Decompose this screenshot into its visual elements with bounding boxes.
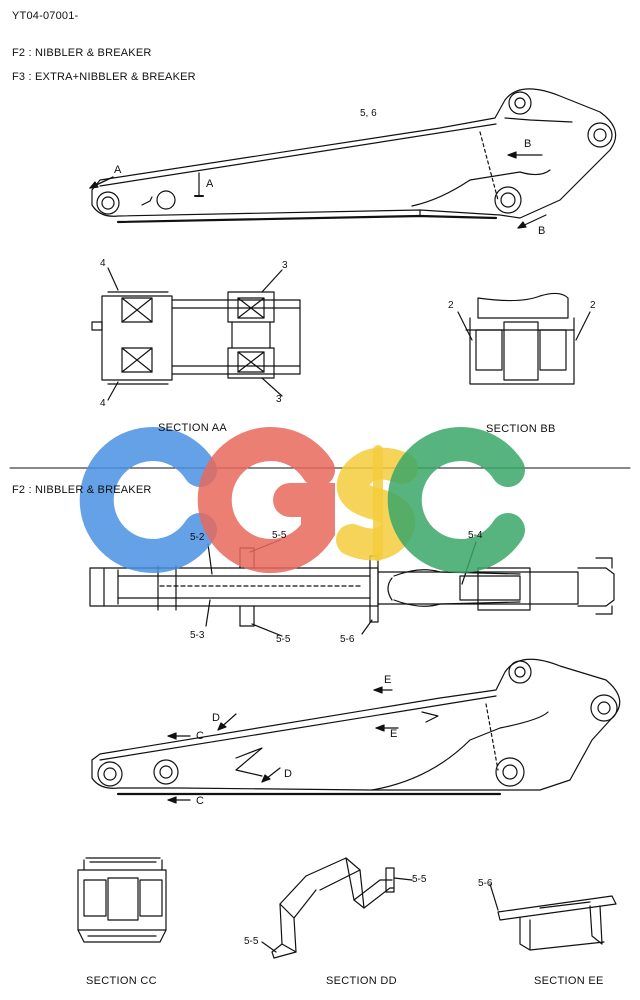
watermark-letter-g [197, 427, 335, 573]
legend-f3: F3 : EXTRA+NIBBLER & BREAKER [12, 71, 196, 83]
label-d-lower: D [284, 768, 292, 780]
label-aa-4-bottom: 4 [100, 398, 106, 409]
label-b-lower: B [538, 225, 546, 237]
watermark-letter-c2 [387, 427, 525, 573]
section-dd-drawing [261, 857, 413, 959]
label-aa-3-bottom: 3 [276, 394, 282, 405]
label-c-upper: C [196, 730, 204, 742]
watermark-letter-c1 [79, 427, 217, 573]
label-5-5-bottom: 5-5 [276, 634, 291, 645]
label-bb-2-right: 2 [590, 300, 596, 311]
boom-side-view-lower [91, 658, 621, 804]
section-bb-title: SECTION BB [486, 423, 556, 435]
label-a-upper: A [114, 164, 122, 176]
section-dd-title: SECTION DD [326, 975, 397, 987]
label-ee-5-6: 5-6 [478, 878, 493, 889]
label-aa-4-top: 4 [100, 258, 106, 269]
label-aa-3-top: 3 [282, 260, 288, 271]
label-5-4: 5-4 [468, 530, 483, 541]
section-ee-drawing [489, 883, 617, 951]
section-bb-drawing [457, 292, 591, 385]
boom-side-view-top [89, 88, 617, 229]
label-dd-5-5-left: 5-5 [244, 936, 259, 947]
section-ee-title: SECTION EE [534, 975, 604, 987]
lower-heading-f2: F2 : NIBBLER & BREAKER [12, 484, 152, 496]
label-b-upper: B [524, 138, 532, 150]
label-e-lower: E [390, 728, 398, 740]
label-part-5-6: 5, 6 [360, 108, 377, 119]
label-e-upper: E [384, 674, 392, 686]
label-5-5-top: 5-5 [272, 530, 287, 541]
document-code: YT04-07001- [12, 10, 79, 22]
label-c-lower: C [196, 795, 204, 807]
label-5-3: 5-3 [190, 630, 205, 641]
section-cc-drawing [77, 857, 167, 943]
label-5-6: 5-6 [340, 634, 355, 645]
label-bb-2-left: 2 [448, 300, 454, 311]
section-aa-title: SECTION AA [158, 422, 228, 434]
section-cc-title: SECTION CC [86, 975, 157, 987]
label-dd-5-5-right: 5-5 [412, 874, 427, 885]
label-5-2: 5-2 [190, 532, 205, 543]
legend-f2: F2 : NIBBLER & BREAKER [12, 47, 152, 59]
boom-plan-view [89, 539, 615, 637]
section-aa-drawing [91, 267, 301, 401]
label-a-lower: A [206, 178, 214, 190]
label-d-upper: D [212, 712, 220, 724]
